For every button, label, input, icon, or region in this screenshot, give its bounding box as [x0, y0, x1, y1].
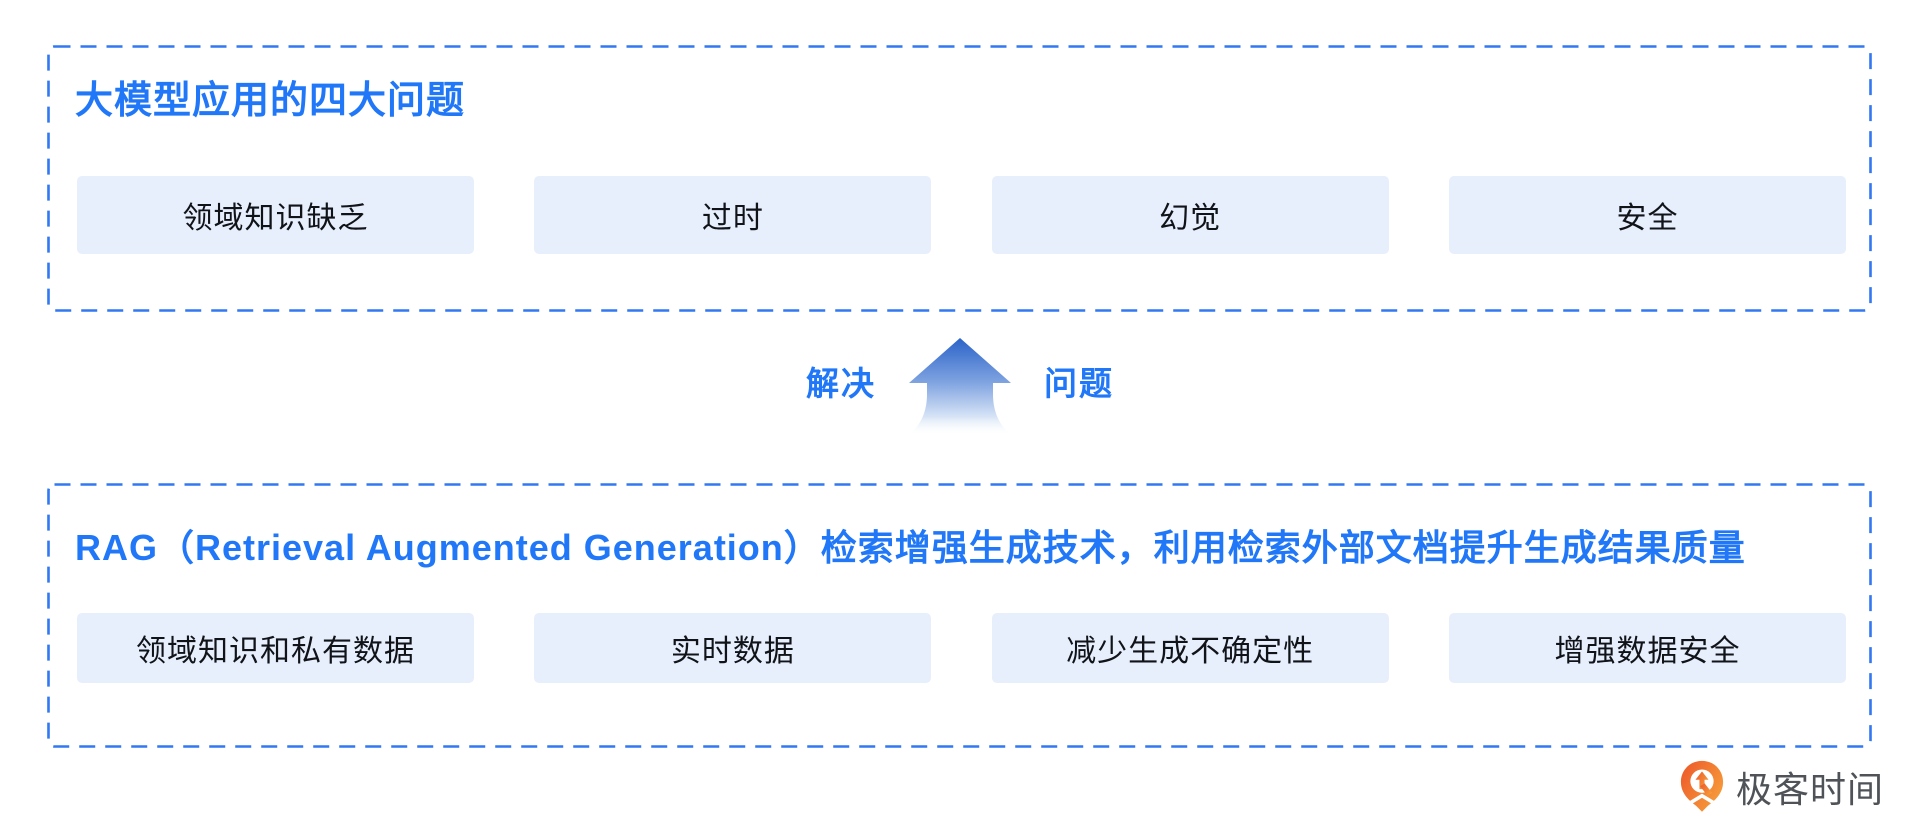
problems-panel-title: 大模型应用的四大问题	[75, 80, 466, 122]
problem-chip-security: 安全	[1448, 176, 1846, 254]
geektime-pin-icon	[1680, 760, 1724, 812]
rag-chip-reduce-uncertainty: 减少生成不确定性	[991, 613, 1389, 683]
rag-chip-domain-private-data: 领域知识和私有数据	[77, 613, 474, 683]
up-arrow-icon	[908, 338, 1012, 436]
rag-chip-label: 增强数据安全	[1554, 635, 1741, 668]
solve-problem-connector: 解决 问题	[0, 336, 1920, 438]
problems-chip-row: 领域知识缺乏 过时 幻觉 安全	[77, 176, 1846, 254]
problem-chip-label: 安全	[1616, 202, 1679, 235]
connector-left-label: 解决	[806, 364, 876, 402]
connector-right-label: 问题	[1044, 364, 1114, 402]
problem-chip-hallucination: 幻觉	[991, 176, 1389, 254]
problems-panel: 大模型应用的四大问题 领域知识缺乏 过时 幻觉 安全	[47, 45, 1872, 312]
rag-chip-row: 领域知识和私有数据 实时数据 减少生成不确定性 增强数据安全	[77, 613, 1846, 683]
rag-chip-label: 领域知识和私有数据	[136, 635, 415, 668]
geektime-logo: 极客时间	[1678, 760, 1884, 814]
problem-chip-outdated: 过时	[534, 176, 932, 254]
rag-chip-realtime-data: 实时数据	[534, 613, 932, 683]
rag-chip-label: 减少生成不确定性	[1066, 635, 1315, 668]
rag-chip-label: 实时数据	[670, 635, 795, 668]
rag-chip-enhance-data-security: 增强数据安全	[1448, 613, 1846, 683]
problem-chip-label: 领域知识缺乏	[182, 202, 369, 235]
problem-chip-label: 幻觉	[1159, 202, 1222, 235]
geektime-logo-text: 极客时间	[1736, 769, 1885, 810]
rag-panel-title: RAG（Retrieval Augmented Generation）检索增强生…	[75, 527, 1746, 568]
problem-chip-domain-knowledge-lack: 领域知识缺乏	[77, 176, 474, 254]
problem-chip-label: 过时	[701, 202, 764, 235]
rag-panel: RAG（Retrieval Augmented Generation）检索增强生…	[47, 483, 1872, 748]
